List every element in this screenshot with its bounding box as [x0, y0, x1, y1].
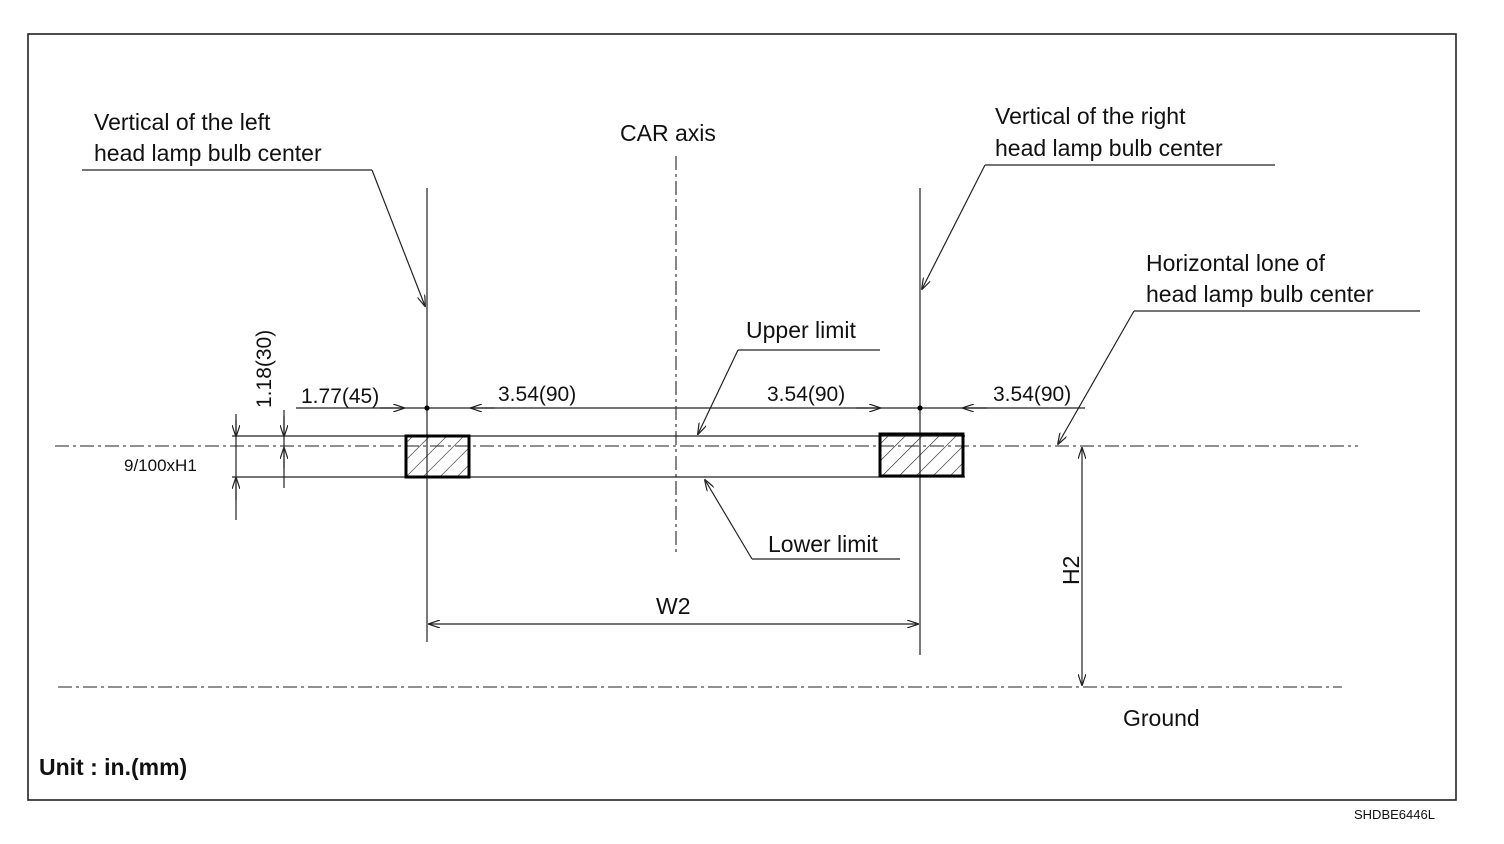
- right-vertical-label-line1: Vertical of the right: [995, 103, 1186, 129]
- horizontal-line-label-line2: head lamp bulb center: [1146, 281, 1374, 307]
- right-inner-dimension-label: 3.54(90): [767, 383, 845, 406]
- right-outer-dimension-label: 3.54(90): [993, 383, 1071, 406]
- upper-limit-leader-arrow: [698, 349, 739, 434]
- right-bulb-center-dot: [917, 405, 923, 411]
- diagram-frame: [27, 33, 1457, 801]
- lower-limit-label: Lower limit: [768, 531, 879, 557]
- left-leader-arrow: [371, 169, 425, 306]
- left-vertical-label-line2: head lamp bulb center: [94, 140, 322, 166]
- ground-label: Ground: [1123, 705, 1200, 731]
- upper-limit-label: Upper limit: [746, 317, 857, 343]
- left-inner-dimension-label: 1.77(45): [301, 385, 379, 408]
- right-vertical-label-line2: head lamp bulb center: [995, 135, 1223, 161]
- w2-label: W2: [656, 593, 691, 619]
- horizontal-leader-arrow: [1058, 310, 1135, 444]
- h2-label: H2: [1058, 556, 1084, 585]
- tolerance-height-label: 9/100xH1: [124, 456, 197, 475]
- car-axis-label: CAR axis: [620, 120, 716, 146]
- right-lamp-box: [878, 432, 965, 478]
- left-bulb-center-dot: [424, 405, 430, 411]
- right-leader-arrow: [922, 164, 986, 289]
- left-vertical-label-line1: Vertical of the left: [94, 109, 271, 135]
- figure-code-label: SHDBE6446L: [1354, 807, 1435, 822]
- horizontal-line-label-line1: Horizontal lone of: [1146, 250, 1326, 276]
- lower-limit-leader-arrow: [705, 480, 753, 560]
- left-outer-dimension-label: 3.54(90): [498, 383, 576, 406]
- unit-label: Unit : in.(mm): [39, 754, 187, 780]
- vertical-offset-dimension-label: 1.18(30): [253, 330, 276, 408]
- left-lamp-box: [404, 434, 471, 479]
